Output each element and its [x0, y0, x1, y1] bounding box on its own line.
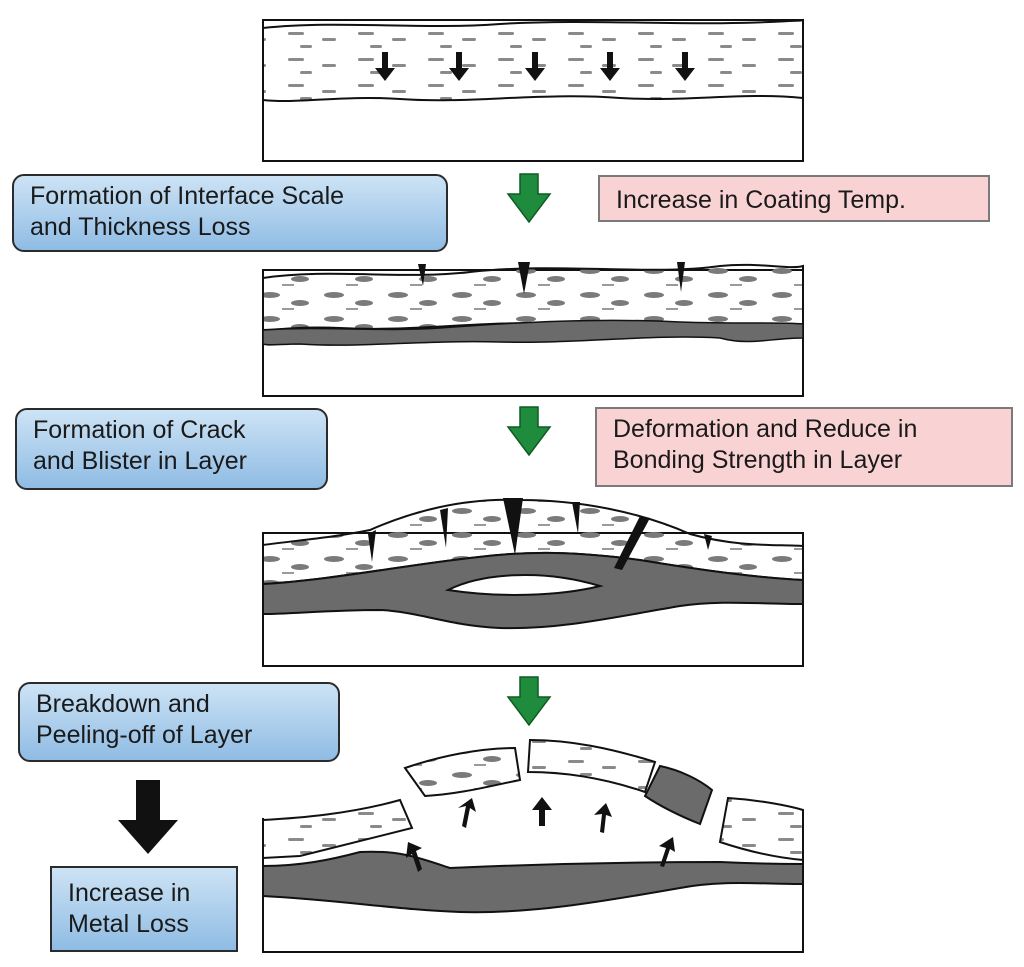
stage4-coating-right	[718, 796, 804, 862]
stage3-panel	[262, 498, 804, 667]
stage2-scale-layer	[262, 319, 804, 346]
stage1-effect-text: Increase in Coating Temp.	[616, 186, 906, 214]
stage1-effect-label: Increase in Coating Temp.	[598, 175, 990, 222]
stage1-panel	[262, 18, 804, 162]
stage2-cause-line1: Formation of Crack	[33, 416, 246, 444]
stage4-peeled-flake-right	[643, 764, 714, 826]
stage1-cause-label: Formation of Interface Scale and Thickne…	[12, 174, 448, 252]
stage4-panel	[262, 738, 804, 953]
stage2-panel	[262, 262, 804, 397]
stage2-effect-line2: Bonding Strength in Layer	[613, 446, 903, 474]
result-line1: Increase in	[68, 879, 191, 907]
result-label: Increase in Metal Loss	[50, 866, 238, 952]
stage4-peeled-flake-center	[526, 738, 657, 794]
stage3-cause-line1: Breakdown and	[36, 690, 210, 718]
stage3-cause-line2: Peeling-off of Layer	[36, 721, 253, 749]
stage1-cause-line1: Formation of Interface Scale	[30, 182, 345, 210]
flow-arrow-1	[506, 173, 552, 224]
stage3-cracks	[368, 498, 712, 570]
stage4-coating-left	[262, 798, 414, 860]
stage2-cracks	[418, 262, 685, 294]
stage3-blister	[444, 574, 604, 596]
stage2-cause-label: Formation of Crack and Blister in Layer	[15, 408, 328, 490]
flow-arrows	[506, 173, 552, 727]
stage1-cause-line2: and Thickness Loss	[30, 213, 251, 241]
stage4-peeled-flake-left	[403, 746, 522, 798]
stage4-up-arrows	[406, 797, 675, 872]
stage2-cause-line2: and Blister in Layer	[33, 447, 248, 475]
stage2-effect-line1: Deformation and Reduce in	[613, 415, 918, 443]
stage2-coating	[262, 263, 804, 332]
result-down-arrow	[118, 780, 178, 854]
stage3-cause-label: Breakdown and Peeling-off of Layer	[18, 682, 340, 762]
stage1-down-arrows	[375, 52, 695, 81]
stage2-effect-label: Deformation and Reduce in Bonding Streng…	[595, 407, 1013, 487]
stage4-scale-layer	[262, 850, 804, 914]
result-line2: Metal Loss	[68, 910, 189, 938]
flow-arrow-3	[506, 676, 552, 727]
flow-arrow-2	[506, 406, 552, 457]
